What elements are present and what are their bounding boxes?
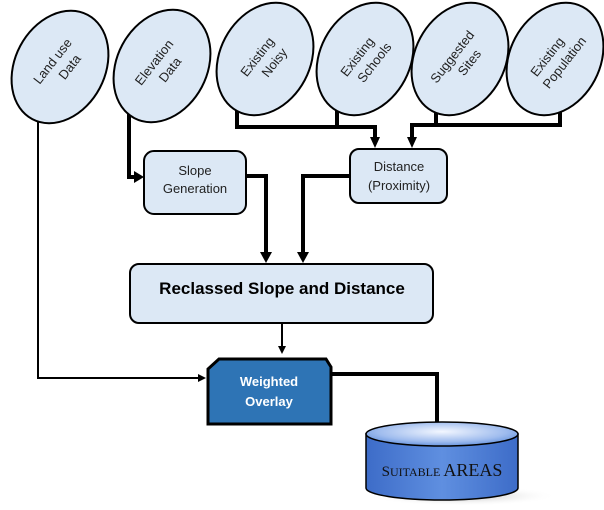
arrowhead bbox=[260, 252, 272, 263]
connector-noisy-distance bbox=[235, 106, 377, 140]
weighted-overlay-node: Weighted Overlay bbox=[206, 357, 333, 426]
node-shape bbox=[129, 263, 434, 324]
input-existing-schools: Existing Schools bbox=[315, 1, 415, 117]
cylinder-top bbox=[365, 421, 519, 447]
ellipse-shape bbox=[215, 1, 315, 117]
connectors bbox=[37, 106, 562, 442]
node-label: Reclassed Slope and Distance bbox=[159, 279, 405, 298]
ellipse-shape bbox=[315, 1, 415, 117]
distance-node: Distance (Proximity) bbox=[349, 148, 448, 204]
connector-landuse-overlay bbox=[37, 114, 206, 382]
suitable-areas-output: SUITABLE AREAS bbox=[365, 421, 557, 506]
node-label-line1: Slope bbox=[178, 163, 211, 178]
connector-distance-reclassed bbox=[301, 174, 350, 255]
input-elevation: Elevation Data bbox=[112, 8, 212, 124]
input-existing-population: Existing Population bbox=[505, 1, 604, 117]
arrowhead bbox=[134, 171, 144, 183]
node-shape bbox=[206, 357, 333, 426]
connector-elevation-slope bbox=[127, 114, 140, 179]
cylinder-body bbox=[365, 433, 519, 501]
connector-population-distance bbox=[410, 110, 562, 140]
ellipse-shape bbox=[10, 9, 110, 125]
ellipse-shape bbox=[505, 1, 604, 117]
connector-overlay-output bbox=[331, 372, 439, 432]
arrowhead bbox=[407, 137, 417, 148]
ellipse-shape bbox=[410, 1, 510, 117]
arrowhead bbox=[370, 137, 380, 148]
connector-slope-reclassed bbox=[246, 174, 268, 255]
node-label-line2: Overlay bbox=[245, 394, 293, 409]
node-label-line1: Weighted bbox=[240, 374, 298, 389]
input-land-use: Land use Data bbox=[10, 9, 110, 125]
node-label-line2: (Proximity) bbox=[368, 178, 430, 193]
reclassed-node: Reclassed Slope and Distance bbox=[129, 263, 434, 324]
output-label: SUITABLE AREAS bbox=[382, 460, 503, 480]
node-label-line1: Distance bbox=[374, 159, 425, 174]
node-shape bbox=[349, 148, 448, 204]
ellipse-shape bbox=[112, 8, 212, 124]
input-existing-noisy: Existing Noisy bbox=[215, 1, 315, 117]
arrowhead bbox=[297, 252, 309, 263]
node-label-line2: Generation bbox=[163, 181, 227, 196]
slope-generation-node: Slope Generation bbox=[143, 150, 247, 215]
input-suggested-sites: Suggested Sites bbox=[410, 1, 510, 117]
node-shape bbox=[143, 150, 247, 215]
